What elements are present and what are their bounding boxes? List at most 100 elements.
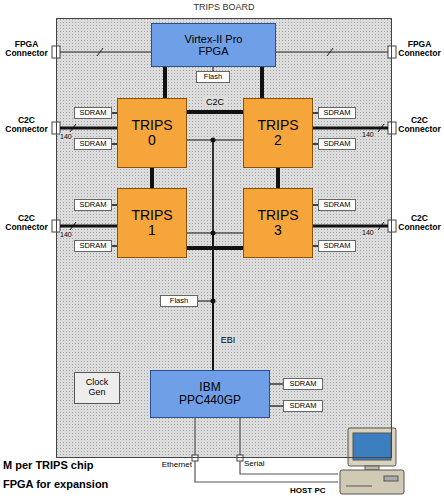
port-connector — [237, 455, 243, 461]
memory-chip: Flash — [160, 295, 198, 307]
bus-width-slash — [378, 124, 384, 132]
chip-label: Clock Gen — [80, 378, 114, 398]
host-label: HOST PC — [290, 486, 326, 495]
chip-label: TRIPS 0 — [129, 118, 175, 149]
bus-width: 140 — [60, 231, 72, 238]
connector-label: FPGA Connector — [398, 39, 441, 58]
host-processor: IBM PPC440GP — [150, 370, 270, 418]
memory-chip: SDRAM — [74, 138, 112, 150]
host-pc-icon — [340, 428, 404, 494]
c2c-link — [260, 67, 264, 98]
chip-label: SDRAM — [79, 242, 106, 250]
c2c-link — [150, 168, 154, 188]
chip-label: Flash — [204, 73, 222, 81]
memory-chip: SDRAM — [318, 240, 356, 252]
port-connector — [192, 455, 198, 461]
chip-label: SDRAM — [323, 201, 350, 209]
c2c-connector-wire — [313, 127, 388, 130]
bus-width-slash — [70, 222, 76, 230]
memory-chip: SDRAM — [283, 378, 323, 390]
connector-socket — [388, 122, 396, 134]
host-cable — [195, 418, 338, 482]
host-cable — [240, 418, 338, 474]
c2c-connector-wire — [60, 127, 117, 130]
bus-line — [213, 140, 243, 370]
memory-chip: SDRAM — [318, 107, 356, 119]
connector-socket — [52, 220, 60, 232]
chip-label: SDRAM — [79, 201, 106, 209]
processor-chip: TRIPS 2 — [243, 98, 313, 168]
memory-chip: SDRAM — [74, 107, 112, 119]
clock-generator: Clock Gen — [74, 372, 120, 404]
chip-label: TRIPS 2 — [255, 118, 301, 149]
connector-label: C2C Connector — [5, 213, 48, 232]
host-pc-icon — [340, 470, 404, 494]
connector-label: FPGA Connector — [5, 39, 48, 58]
connector-label: C2C Connector — [398, 115, 441, 134]
processor-chip: TRIPS 3 — [243, 188, 313, 258]
memory-chip: SDRAM — [318, 138, 356, 150]
memory-chip: SDRAM — [74, 199, 112, 211]
memory-chip: SDRAM — [74, 240, 112, 252]
bus-width: 140 — [60, 133, 72, 140]
host-pc-icon — [346, 486, 372, 487]
host-pc-icon — [384, 476, 398, 481]
connector-label: C2C Connector — [5, 115, 48, 134]
host-pc-icon — [348, 428, 396, 466]
processor-chip: TRIPS 0 — [117, 98, 187, 168]
bus-line — [270, 405, 283, 406]
chip-label: SDRAM — [323, 242, 350, 250]
connector-socket — [52, 46, 60, 58]
bus-width-slash — [70, 124, 76, 132]
port-label: Serial — [244, 459, 264, 468]
bus-width: 140 — [362, 131, 374, 138]
chip-label: TRIPS 1 — [129, 208, 175, 239]
chip-label: Virtex-II Pro FPGA — [179, 33, 249, 57]
port-label: Ethernet — [162, 460, 192, 469]
note-text: M per TRIPS chip — [3, 459, 93, 471]
memory-chip: SDRAM — [283, 400, 323, 412]
chip-label: Flash — [170, 297, 188, 305]
bus-line — [213, 233, 243, 370]
fpga-connector-wire — [60, 52, 151, 53]
chip-label: SDRAM — [323, 109, 350, 117]
port-connector — [192, 455, 243, 461]
c2c-link — [163, 67, 167, 98]
chip-label: SDRAM — [289, 380, 316, 388]
bus-width: 140 — [362, 229, 374, 236]
chip-label: SDRAM — [79, 109, 106, 117]
c2c-link — [187, 110, 243, 114]
fpga-connector-wire — [97, 48, 103, 56]
connector-socket — [388, 46, 396, 58]
c2c-connector-wire — [60, 225, 117, 228]
chip-label: SDRAM — [289, 402, 316, 410]
host-cable — [195, 418, 338, 482]
connector-label: C2C Connector — [398, 213, 441, 232]
link-label: EBI — [219, 335, 238, 345]
connector-socket — [52, 122, 60, 134]
chip-label: SDRAM — [79, 140, 106, 148]
fpga-connector-wire — [327, 48, 333, 56]
connector-socket — [388, 220, 396, 232]
link-label: C2C — [204, 97, 226, 107]
bus-line — [187, 140, 213, 370]
fpga-connector-wire — [276, 52, 388, 53]
host-pc-icon — [353, 433, 391, 460]
c2c-link — [276, 168, 280, 188]
chip-label: TRIPS 3 — [255, 208, 301, 239]
board-outline: TRIPS BOARDVirtex-II Pro FPGAFlashTRIPS … — [56, 18, 392, 458]
connector-socket — [52, 46, 396, 232]
c2c-connector-wire — [60, 128, 388, 226]
c2c-connector-wire — [313, 225, 388, 228]
chip-label: SDRAM — [323, 140, 350, 148]
memory-chip: SDRAM — [318, 199, 356, 211]
note-text: FPGA for expansion — [3, 478, 108, 490]
bus-width-slash — [378, 222, 384, 230]
board-title: TRIPS BOARD — [56, 3, 392, 13]
c2c-link — [187, 246, 243, 250]
bus-line — [270, 383, 283, 384]
fpga-chip: Virtex-II Pro FPGA — [151, 23, 276, 67]
memory-chip: Flash — [196, 71, 230, 83]
host-pc-icon — [365, 466, 379, 470]
chip-label: IBM PPC440GP — [177, 381, 243, 407]
